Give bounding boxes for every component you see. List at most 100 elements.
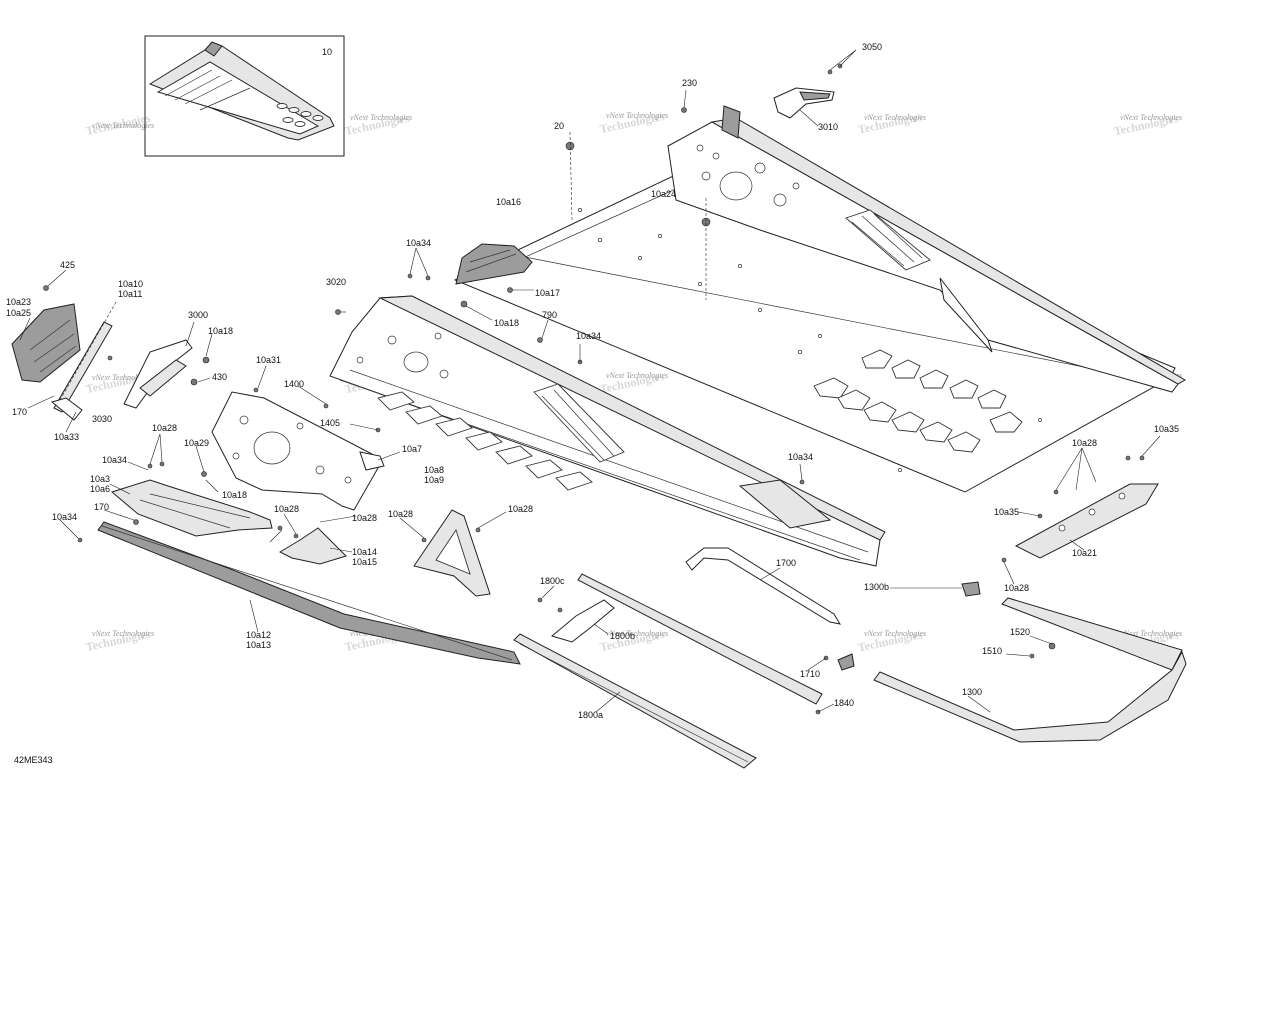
callout-10a12: 10a12 xyxy=(246,630,271,640)
rear-bracket-10a21 xyxy=(1014,483,1159,559)
callout-10a28: 10a28 xyxy=(352,513,377,523)
callout-10a34: 10a34 xyxy=(406,238,431,248)
runner-10a12 xyxy=(97,521,521,665)
tunnel-rivets xyxy=(578,208,1042,472)
callout-3050: 3050 xyxy=(862,42,882,52)
tunnel-top-panel xyxy=(453,167,1176,493)
watermark: Technologies vNext Technologies xyxy=(84,627,154,654)
callout-1300b: 1300b xyxy=(864,582,889,592)
callout-1400: 1400 xyxy=(284,379,304,389)
callout-10: 10 xyxy=(322,47,332,57)
callout-10a28: 10a28 xyxy=(1072,438,1097,448)
callout-10a9: 10a9 xyxy=(424,475,444,485)
callout-10a34: 10a34 xyxy=(102,455,127,465)
callout-230: 230 xyxy=(682,78,697,88)
callouts: 10 3050 230 3010 20 10a24 10a16 10a34 42… xyxy=(6,42,1179,720)
watermark: Technologies vNext Technologies xyxy=(1112,111,1182,138)
svg-text:vNext Technologies: vNext Technologies xyxy=(606,371,668,380)
callout-10a21: 10a21 xyxy=(1072,548,1097,558)
svg-text:vNext Technologies: vNext Technologies xyxy=(1120,113,1182,122)
callout-10a35: 10a35 xyxy=(994,507,1019,517)
callout-10a33: 10a33 xyxy=(54,432,79,442)
callout-10a23: 10a23 xyxy=(6,297,31,307)
svg-text:vNext Technologies: vNext Technologies xyxy=(864,113,926,122)
callout-10a17: 10a17 xyxy=(535,288,560,298)
callout-1710: 1710 xyxy=(800,669,820,679)
watermark: Technologies vNext Technologies xyxy=(598,369,668,396)
leader-lines xyxy=(19,49,1161,713)
watermark: Technologies vNext Technologies xyxy=(84,111,154,138)
rail-1800b xyxy=(550,573,823,705)
callout-10a34: 10a34 xyxy=(576,331,601,341)
callout-170: 170 xyxy=(12,407,27,417)
callout-10a18: 10a18 xyxy=(494,318,519,328)
callout-10a31: 10a31 xyxy=(256,355,281,365)
watermark: Technologies vNext Technologies xyxy=(857,627,927,654)
callout-10a29: 10a29 xyxy=(184,438,209,448)
rail-1800a xyxy=(513,633,757,769)
callout-10a28: 10a28 xyxy=(152,423,177,433)
callout-10a28: 10a28 xyxy=(1004,583,1029,593)
callout-10a7: 10a7 xyxy=(402,444,422,454)
callout-10a11: 10a11 xyxy=(118,289,142,299)
callout-10a28: 10a28 xyxy=(388,509,413,519)
skid-plate-10a3 xyxy=(110,479,273,537)
svg-text:vNext Technologies: vNext Technologies xyxy=(864,629,926,638)
slider-1700 xyxy=(685,547,842,625)
bracket-3000 xyxy=(123,339,210,409)
bracket-10a14 xyxy=(278,527,347,565)
callout-10a14: 10a14 xyxy=(352,547,377,557)
callout-3020: 3020 xyxy=(326,277,346,287)
callout-20: 20 xyxy=(554,121,564,131)
diagram-id: 42ME343 xyxy=(14,755,53,765)
callout-10a18: 10a18 xyxy=(208,326,233,336)
svg-text:vNext Technologies: vNext Technologies xyxy=(606,111,668,120)
callout-790: 790 xyxy=(542,310,557,320)
tunnel-right-side-panel xyxy=(667,105,1186,393)
callout-1840: 1840 xyxy=(834,698,854,708)
callout-10a25: 10a25 xyxy=(6,308,31,318)
svg-text:vNext Technologies: vNext Technologies xyxy=(92,629,154,638)
callout-1510: 1510 xyxy=(982,646,1002,656)
callout-3010: 3010 xyxy=(818,122,838,132)
callout-1800b: 1800b xyxy=(610,631,635,641)
callout-10a18: 10a18 xyxy=(222,490,247,500)
callout-1800a: 1800a xyxy=(578,710,603,720)
bracket-10a8 xyxy=(413,509,491,597)
callout-10a8: 10a8 xyxy=(424,465,444,475)
callout-1800c: 1800c xyxy=(540,576,565,586)
front-shroud xyxy=(455,243,533,285)
callout-1700: 1700 xyxy=(776,558,796,568)
callout-10a6: 10a6 xyxy=(90,484,110,494)
callout-1520: 1520 xyxy=(1010,627,1030,637)
callout-10a34: 10a34 xyxy=(52,512,77,522)
callout-3000: 3000 xyxy=(188,310,208,320)
clip-1710 xyxy=(837,653,855,671)
callout-3030: 3030 xyxy=(92,414,112,424)
callout-1300: 1300 xyxy=(962,687,982,697)
callout-430: 430 xyxy=(212,372,227,382)
callout-425: 425 xyxy=(60,260,75,270)
bumper-1300 xyxy=(873,597,1187,743)
tunnel-cutouts xyxy=(813,349,1023,453)
inset-assembly-10 xyxy=(144,35,345,157)
watermark: Technologies vNext Technologies xyxy=(857,109,927,136)
callout-1405: 1405 xyxy=(320,418,340,428)
svg-text:vNext Technologies: vNext Technologies xyxy=(92,373,154,382)
front-plate-10a7 xyxy=(211,391,385,511)
callout-10a16: 10a16 xyxy=(496,197,521,207)
clip-1300b xyxy=(961,581,981,597)
svg-text:vNext Technologies: vNext Technologies xyxy=(1120,629,1182,638)
callout-10a28: 10a28 xyxy=(274,504,299,514)
tunnel-left-side-panel xyxy=(329,295,886,567)
callout-10a24: 10a24 xyxy=(651,189,676,199)
callout-10a13: 10a13 xyxy=(246,640,271,650)
bracket-10a23 xyxy=(11,303,81,383)
callout-10a35: 10a35 xyxy=(1154,424,1179,434)
bracket-3010 xyxy=(773,63,843,119)
tunnel-lower-slots xyxy=(377,391,593,491)
watermark: Technologies vNext Technologies xyxy=(343,111,412,138)
svg-text:vNext Technologies: vNext Technologies xyxy=(606,629,668,638)
callout-10a28: 10a28 xyxy=(508,504,533,514)
watermark: Technologies vNext Technologies xyxy=(598,109,668,136)
